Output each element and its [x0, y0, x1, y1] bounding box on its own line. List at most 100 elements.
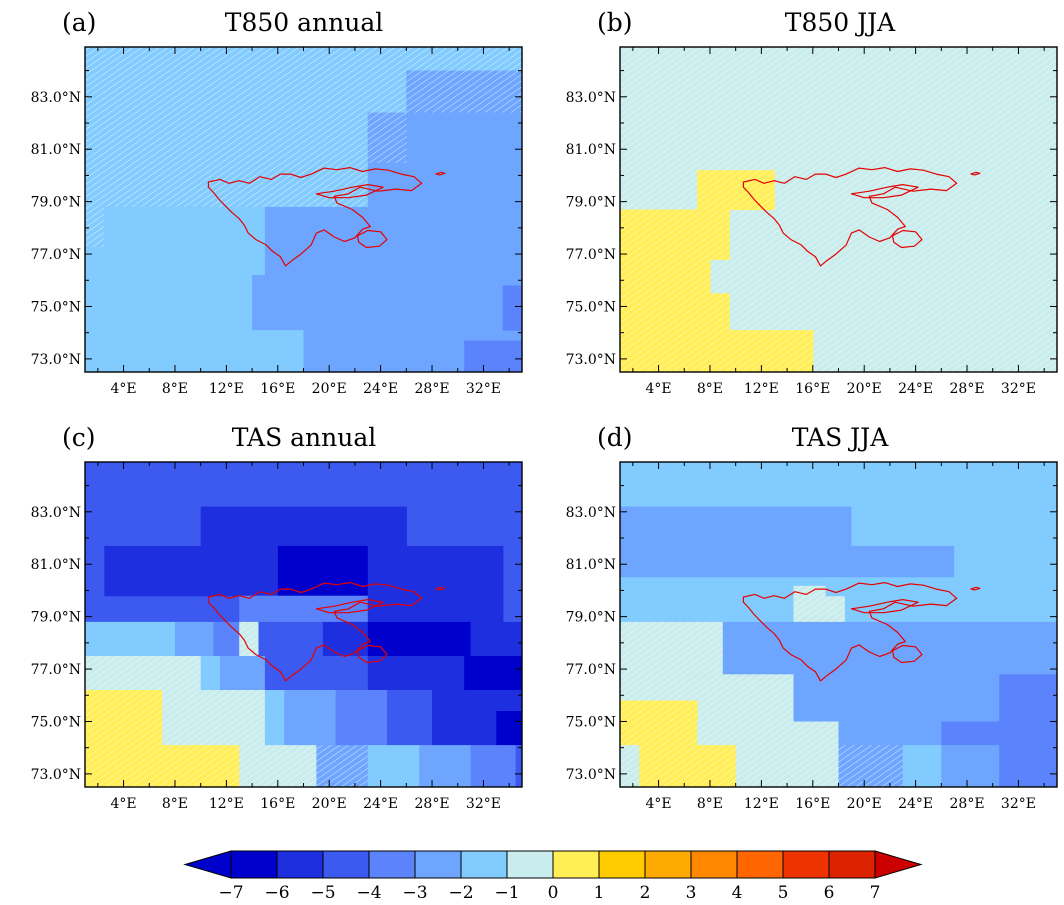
panel-d-coastline-2 [891, 644, 923, 664]
panel-b-lon-label: 4°E [645, 381, 671, 397]
panel-a-hatch-1 [85, 47, 407, 114]
panel-d-cell-12 [722, 621, 1057, 675]
panel-a-lat-label: 77.0°N [31, 247, 81, 263]
panel-d-lon-label: 12°E [744, 796, 779, 812]
panel-d-cell-5 [620, 577, 795, 623]
panel-a-hatch-3 [406, 70, 522, 114]
colorbar-swatch [736, 850, 784, 879]
panel-a-letter: (a) [62, 8, 96, 37]
panel-c-lon-label: 24°E [363, 796, 398, 812]
panel-c-cell-4 [277, 545, 369, 597]
panel-a-coastline-2 [356, 229, 388, 249]
panel-a-hatch-4 [85, 112, 369, 182]
panel-d-cell-9 [793, 577, 846, 586]
colorbar-swatch [828, 850, 876, 879]
panel-c: (c) TAS annual 73.0°N75.0°N77.0°N79.0°N8… [31, 423, 523, 812]
panel-b-lon-label: 24°E [898, 381, 933, 397]
panel-c-lon-label: 28°E [415, 796, 450, 812]
panel-a-hatch-6 [367, 112, 407, 163]
panel-c-cell-9 [85, 621, 176, 657]
panel-b-lon-label: 16°E [795, 381, 830, 397]
colorbar-swatch [690, 850, 738, 879]
panel-b-hatch-1 [697, 170, 775, 211]
panel-d-cell-1 [620, 506, 852, 578]
panel-a-lon-label: 32°E [466, 381, 501, 397]
colorbar-label: 4 [732, 883, 743, 903]
panel-d-cell-18 [838, 721, 942, 746]
colorbar-label: 1 [594, 883, 605, 903]
panel-a-lon-label: 4°E [110, 381, 136, 397]
panel-c-coastline-1 [315, 599, 384, 614]
panel-c-lon-label: 20°E [312, 796, 347, 812]
panel-c-lon-label: 32°E [466, 796, 501, 812]
panel-c-lat-label: 75.0°N [31, 714, 81, 730]
panel-c-lat-label: 79.0°N [31, 610, 81, 626]
colorbar-lower-arrow [183, 850, 232, 879]
panel-d-lat-label: 79.0°N [566, 610, 616, 626]
panel-b-letter: (b) [597, 8, 633, 37]
colorbar-label: −3 [402, 883, 427, 903]
panel-d-hatch-23 [838, 745, 904, 787]
panel-c-cell-14 [322, 621, 369, 657]
panel-b-lat-label: 75.0°N [566, 299, 616, 315]
panel-d-title: TAS JJA [792, 423, 889, 452]
panel-c-lat-label: 83.0°N [31, 505, 81, 521]
panel-c-letter: (c) [62, 423, 96, 452]
panel-c-cell-15 [367, 621, 472, 657]
panel-c-lon-label: 12°E [209, 796, 244, 812]
panel-b-lat-label: 79.0°N [566, 195, 616, 211]
panel-c-cell-37 [470, 745, 517, 787]
panel-a-lon-label: 8°E [162, 381, 188, 397]
panel-c-cell-27 [335, 690, 388, 746]
panel-b: (b) T850 JJA 73.0°N75.0°N77.0°N79.0°N81.… [566, 8, 1058, 397]
panel-c-cell-35 [367, 745, 420, 787]
panel-b-hatch-2 [620, 209, 730, 260]
panel-c-cell-11 [213, 621, 240, 657]
panel-a-lat-label: 83.0°N [31, 90, 81, 106]
panel-b-coastline-3 [970, 171, 981, 176]
panel-d-cell-3 [851, 545, 955, 578]
panel-c-cell-1 [200, 506, 407, 547]
panel-d-lon-label: 28°E [950, 796, 985, 812]
panel-a-lat-label: 73.0°N [31, 352, 81, 368]
colorbar-label: 7 [870, 883, 881, 903]
panel-a-lon-label: 12°E [209, 381, 244, 397]
colorbar-label: 2 [640, 883, 651, 903]
panel-c-cell-10 [175, 621, 215, 657]
panel-d-cell-0 [620, 462, 1057, 508]
colorbar-label: −5 [310, 883, 335, 903]
panel-c-coastline-3 [435, 586, 446, 591]
panel-b-hatch-3 [620, 259, 711, 294]
panel-c-cell-20 [264, 656, 369, 691]
panel-b-coastline-2 [891, 229, 923, 249]
panel-b-hatch-5 [620, 330, 814, 372]
panel-d-hatch-11 [620, 621, 724, 675]
colorbar-swatch [230, 850, 278, 879]
panel-d-lon-label: 24°E [898, 796, 933, 812]
panel-b-coastline-0 [742, 167, 958, 267]
panel-c-cell-3 [200, 545, 279, 597]
colorbar-label: 6 [824, 883, 835, 903]
panel-a-cell-17 [464, 340, 522, 372]
panel-c-lat-label: 73.0°N [31, 767, 81, 783]
panel-d-cell-26 [999, 745, 1057, 787]
panel-c-title: TAS annual [232, 423, 377, 452]
panel-c-lat-label: 81.0°N [31, 557, 81, 573]
panel-d-lon-label: 16°E [795, 796, 830, 812]
panel-c-coastline-0 [207, 582, 423, 682]
panel-a-cell-16 [502, 285, 522, 331]
panel-d-lon-label: 32°E [1001, 796, 1036, 812]
panel-a-title: T850 annual [225, 8, 383, 37]
panel-c-cell-19 [220, 656, 266, 691]
panel-d-cell-24 [902, 745, 942, 787]
panel-d-hatch-21 [639, 745, 737, 787]
panel-c-hatch-12 [239, 621, 260, 657]
panel-d-lon-label: 20°E [847, 796, 882, 812]
panel-a-coastline-1 [315, 184, 384, 199]
panel-c-cell-21 [367, 656, 465, 691]
colorbar-swatch [598, 850, 646, 879]
panel-a-hatch-7 [85, 180, 369, 208]
panel-b-lat-label: 77.0°N [566, 247, 616, 263]
